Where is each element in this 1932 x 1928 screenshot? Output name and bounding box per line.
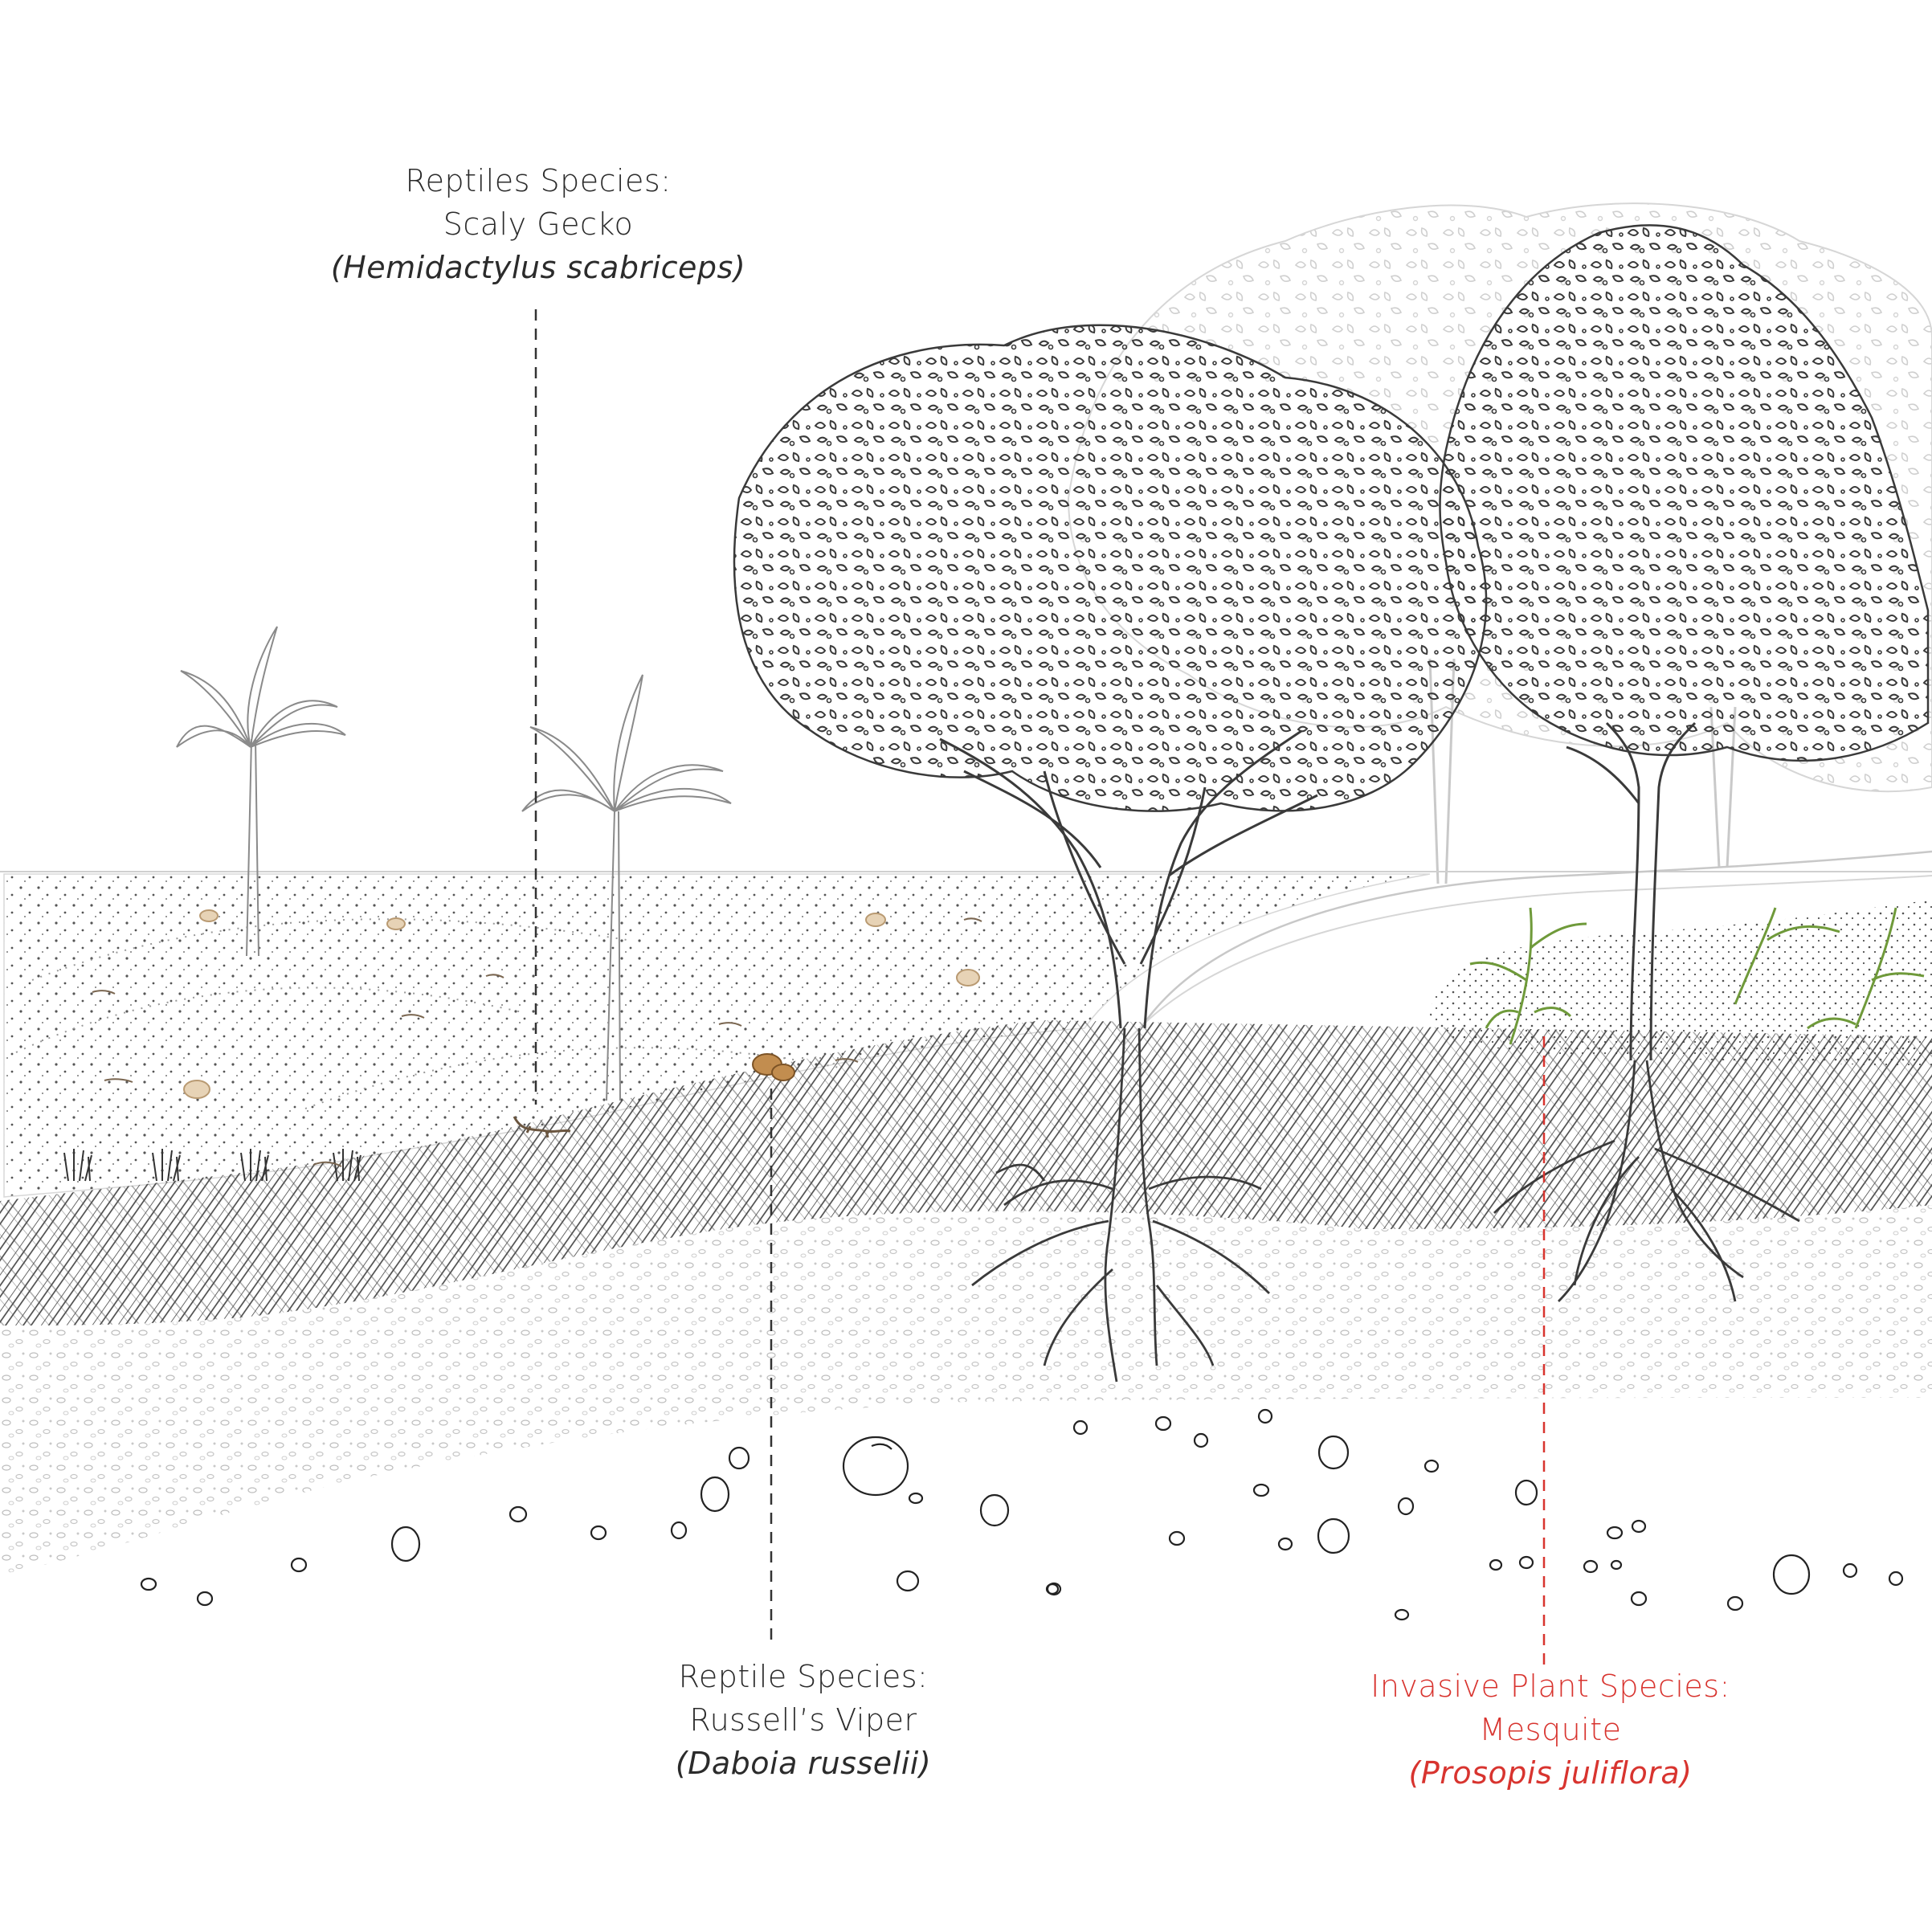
mesquite-annotation: Invasive Plant Species: Mesquite (Prosop…: [1309, 1665, 1791, 1795]
viper-annotation: Reptile Species: Russell’s Viper (Daboia…: [562, 1655, 1044, 1785]
gecko-scientific-name: (Hemidactylus scabriceps): [289, 246, 787, 289]
viper-category: Reptile Species:: [562, 1655, 1044, 1698]
viper-scientific-name: (Daboia russelii): [562, 1742, 1044, 1785]
mesquite-common-name: Mesquite: [1309, 1708, 1791, 1751]
mesquite-scientific-name: (Prosopis juliflora): [1309, 1751, 1791, 1795]
gecko-category: Reptiles Species:: [289, 159, 787, 202]
viper-common-name: Russell’s Viper: [562, 1698, 1044, 1742]
gecko-annotation: Reptiles Species: Scaly Gecko (Hemidacty…: [289, 159, 787, 289]
mesquite-category: Invasive Plant Species:: [1309, 1665, 1791, 1708]
gecko-common-name: Scaly Gecko: [289, 202, 787, 246]
